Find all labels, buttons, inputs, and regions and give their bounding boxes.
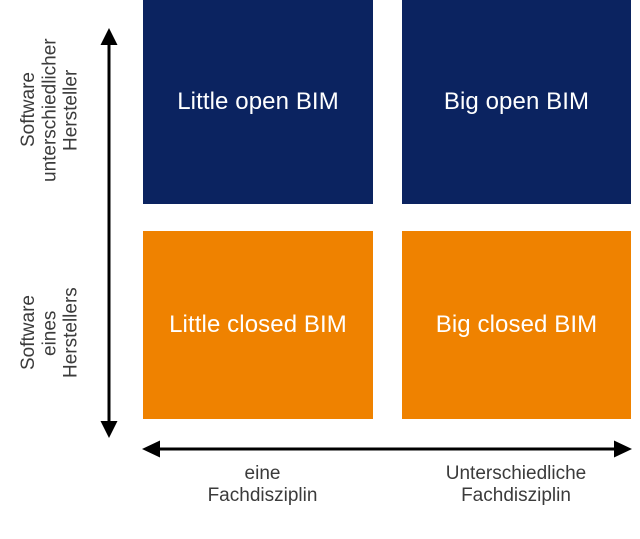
quadrant-label-little-closed-bim: Little closed BIM: [169, 310, 347, 338]
quadrant-big-closed-bim: Big closed BIM: [402, 231, 631, 419]
quadrant-label-big-open-bim: Big open BIM: [443, 87, 590, 115]
double-headed-horizontal-arrow-icon: [142, 440, 632, 458]
quadrant-label-little-open-bim: Little open BIM: [177, 87, 339, 115]
x-axis-label-left: eine Fachdisziplin: [207, 463, 318, 506]
y-axis-label-top: Software unterschiedlicher Hersteller: [18, 38, 82, 182]
quadrant-label-big-closed-bim: Big closed BIM: [435, 310, 598, 338]
quadrant-little-open-bim: Little open BIM: [143, 0, 373, 204]
quadrant-little-closed-bim: Little closed BIM: [143, 231, 373, 419]
x-axis-label-right: Unterschiedliche Fachdisziplin: [445, 463, 587, 506]
quadrant-big-open-bim: Big open BIM: [402, 0, 631, 204]
double-headed-vertical-arrow-icon: [100, 28, 118, 438]
y-axis-label-bottom: Software eines Herstellers: [18, 287, 82, 379]
